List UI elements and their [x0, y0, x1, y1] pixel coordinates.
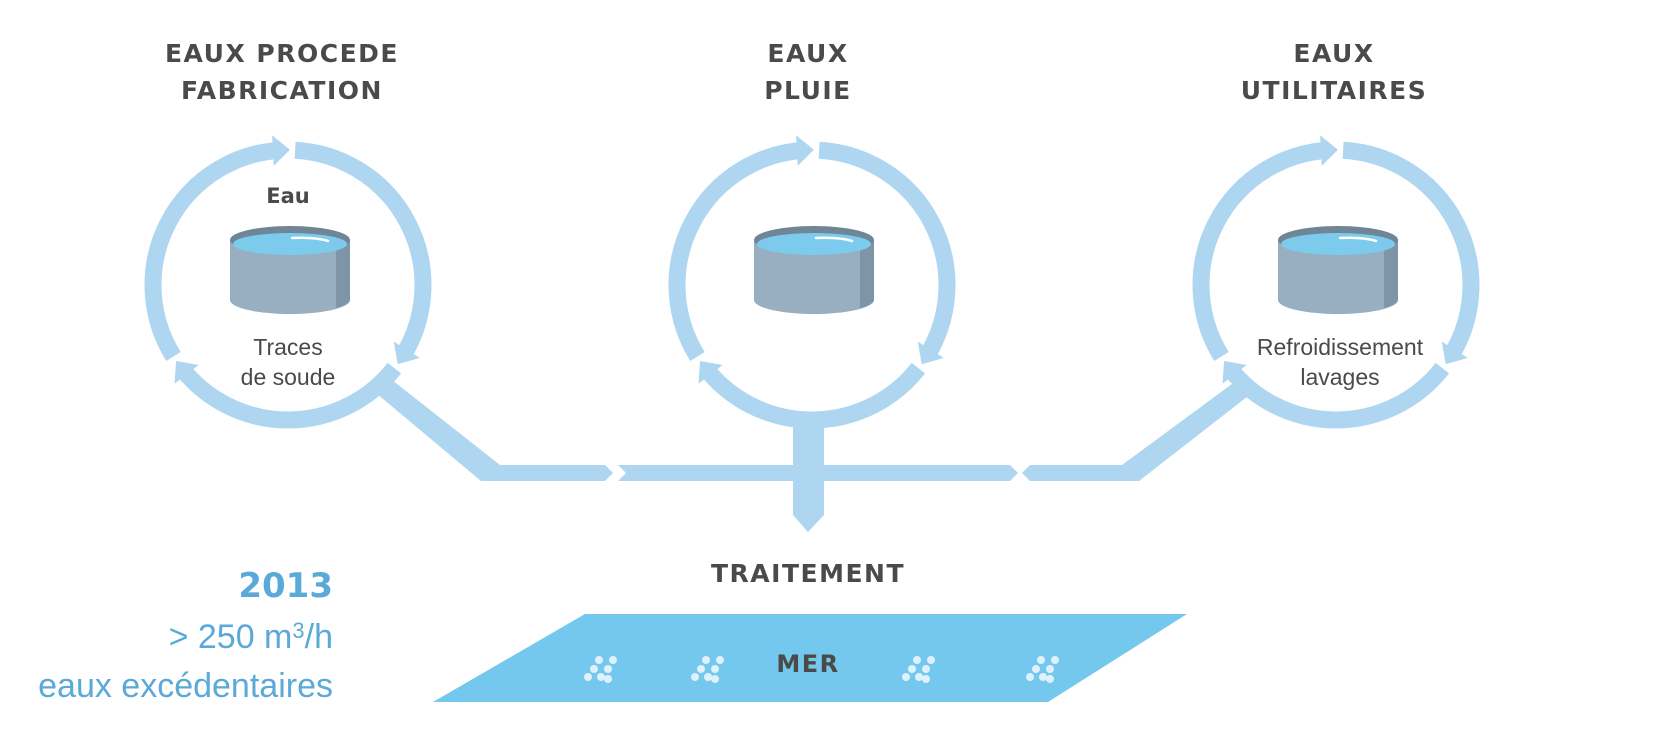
sea-bubble	[1046, 665, 1054, 673]
sea-bubble	[711, 665, 719, 673]
sea-bubble	[1032, 665, 1040, 673]
source-loop-2	[668, 135, 956, 429]
stats-description: eaux excédentaires	[38, 667, 333, 705]
source-1-top-label: Eau	[266, 184, 309, 208]
sea-bubble	[711, 675, 719, 683]
pipe-right-diagonal	[1122, 381, 1252, 481]
sea-bubble	[590, 665, 598, 673]
source-2-title-line1: EAUX	[767, 39, 848, 68]
source-3-caption-line2: lavages	[1300, 364, 1379, 390]
loop-arc-segment	[1222, 362, 1450, 429]
sea-bubble	[1039, 673, 1047, 681]
pipe-center-vertical	[793, 420, 824, 532]
loop-arrow-icon	[1222, 361, 1247, 384]
loop-arc-segment	[174, 362, 402, 429]
water-tank-icon	[1278, 226, 1398, 314]
sea: MER	[433, 614, 1187, 702]
source-loops	[144, 135, 1480, 429]
sea-bubble	[1037, 656, 1045, 664]
sea-bubble	[595, 656, 603, 664]
source-3-title-line1: EAUX	[1293, 39, 1374, 68]
source-loop-1	[144, 135, 432, 429]
loop-captions: Eau Traces de soude Refroidissement lava…	[241, 184, 1424, 390]
stats-flow-exponent: 3	[292, 618, 304, 643]
source-3-caption-line1: Refroidissement	[1257, 334, 1424, 360]
sea-bubble	[697, 665, 705, 673]
stats-block: 2013 > 250 m3/h eaux excédentaires	[38, 566, 333, 705]
sea-bubble	[604, 665, 612, 673]
loop-arrow-icon	[917, 341, 944, 365]
loop-arrow-icon	[393, 341, 420, 365]
water-tank-icon	[230, 226, 350, 314]
stats-flow-suffix: /h	[305, 618, 333, 656]
sea-bubble	[922, 675, 930, 683]
loop-arrow-icon	[698, 361, 723, 384]
sea-bubble	[716, 656, 724, 664]
sea-bubble	[908, 665, 916, 673]
sea-bubble	[902, 673, 910, 681]
collector-pipes	[370, 376, 1252, 532]
source-1-title-line2: FABRICATION	[181, 76, 383, 105]
sea-bubble	[584, 673, 592, 681]
loop-arc-segment	[1192, 141, 1330, 361]
source-1-title-line1: EAUX PROCEDE	[165, 39, 399, 68]
source-3-title-line2: UTILITAIRES	[1241, 76, 1427, 105]
pipe-right-horizontal	[1022, 465, 1122, 481]
sea-bubble	[913, 656, 921, 664]
loop-arc-segment	[818, 141, 956, 361]
pipe-left-diagonal	[370, 376, 500, 481]
sea-bubble	[922, 665, 930, 673]
sea-bubble	[597, 673, 605, 681]
source-1-caption-line1: Traces	[253, 334, 322, 360]
loop-arrow-icon	[1441, 341, 1468, 365]
loop-arrow-icon	[796, 135, 814, 166]
stats-flow-prefix: > 250 m	[169, 618, 293, 656]
sea-bubble	[702, 656, 710, 664]
stats-year: 2013	[238, 566, 333, 606]
tanks	[230, 226, 1398, 314]
loop-arc-segment	[668, 141, 806, 361]
sea-label: MER	[776, 650, 839, 678]
loop-arc-segment	[1342, 141, 1480, 361]
source-1-caption-line2: de soude	[241, 364, 336, 390]
loop-arrow-icon	[272, 135, 290, 166]
sea-bubble	[704, 673, 712, 681]
loop-arc-segment	[144, 141, 282, 361]
source-2-title-line2: PLUIE	[764, 76, 852, 105]
source-loop-3	[1192, 135, 1480, 429]
sea-bubble	[1051, 656, 1059, 664]
water-tank-icon	[754, 226, 874, 314]
source-titles: EAUX PROCEDE FABRICATION EAUX PLUIE EAUX…	[165, 39, 1427, 105]
sea-bubbles	[584, 656, 1059, 683]
sea-bubble	[609, 656, 617, 664]
loop-arrow-icon	[1320, 135, 1338, 166]
loop-arc-segment	[294, 141, 432, 361]
sea-bubble	[1046, 675, 1054, 683]
sea-bubble	[915, 673, 923, 681]
pipe-left-horizontal	[481, 465, 613, 481]
sea-bubble	[927, 656, 935, 664]
treatment-label: TRAITEMENT	[711, 559, 905, 588]
sea-bubble	[604, 675, 612, 683]
stats-flow: > 250 m3/h	[169, 618, 333, 656]
loop-arrow-icon	[174, 361, 199, 384]
loop-arc-segment	[698, 362, 926, 429]
sea-bubble	[1026, 673, 1034, 681]
sea-parallelogram	[433, 614, 1187, 702]
sea-bubble	[691, 673, 699, 681]
